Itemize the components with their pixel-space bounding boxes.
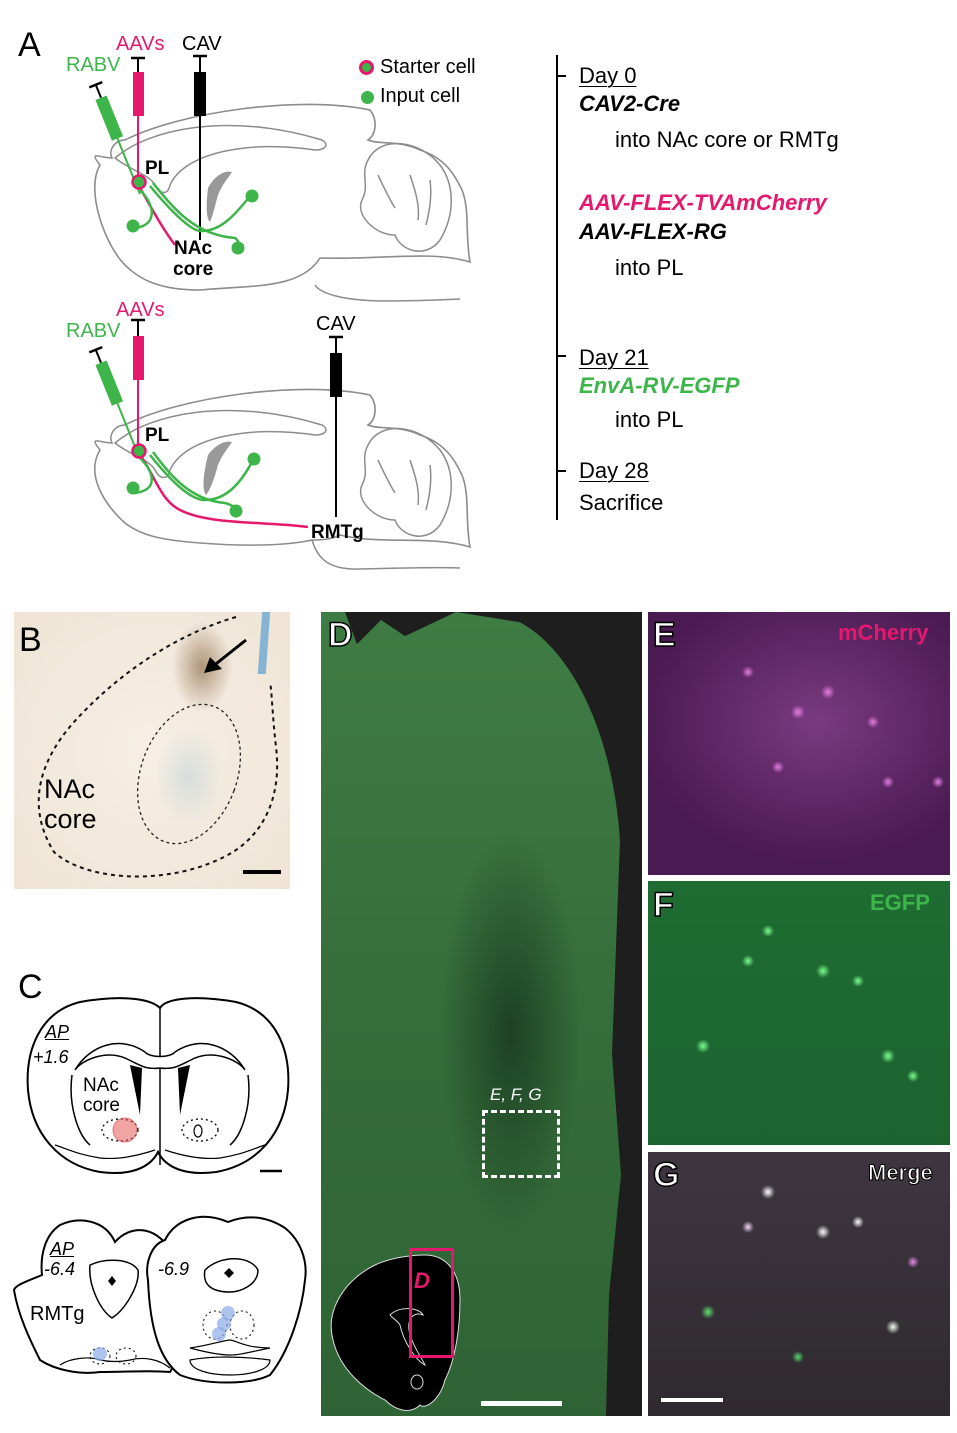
label-cav-top: CAV: [182, 33, 222, 55]
panel-letter-c: C: [18, 968, 43, 1006]
input-cell-icon: [361, 91, 374, 104]
timeline-axis: [556, 55, 558, 520]
cav-syringe-icon: [330, 353, 342, 397]
label-core-c: core: [83, 1095, 120, 1116]
panel-letter-a: A: [18, 26, 41, 64]
panel-letter-e: E: [652, 616, 676, 654]
label-rabv-top: RABV: [66, 54, 121, 76]
label-pl-bottom: PL: [145, 425, 170, 446]
aav-syringe-icon: [133, 72, 144, 116]
label-rmtg-bottom: RMTg: [311, 522, 364, 543]
brain-outline: [94, 103, 472, 291]
panel-d-micrograph: [321, 612, 642, 1416]
nac-core-outline: [37, 616, 279, 878]
panel-letter-d: D: [327, 616, 353, 654]
agent-aav-flex-rg: AAV-FLEX-RG: [579, 219, 727, 244]
label-ap-value-right: -6.9: [158, 1259, 190, 1279]
panel-g-merge: [648, 1152, 950, 1416]
legend-starter-label: Starter cell: [380, 56, 476, 78]
label-rmtg-c: RMTg: [30, 1303, 85, 1325]
coronal-section-nac: [26, 997, 290, 1174]
channel-label-merge: Merge: [868, 1160, 934, 1186]
label-ap-top: AP: [45, 1022, 70, 1042]
label-cav-bottom: CAV: [316, 313, 356, 335]
label-aavs-top: AAVs: [116, 33, 165, 55]
panel-b-histology: [14, 612, 290, 889]
coronal-section-rmtg: [12, 1215, 307, 1384]
label-core: core: [44, 804, 97, 834]
region-d-box: [409, 1248, 454, 1358]
input-cell-icon: [245, 189, 259, 203]
channel-label-mcherry: mCherry: [838, 620, 929, 645]
channel-label-egfp: EGFP: [870, 890, 930, 915]
legend-input-label: Input cell: [380, 85, 461, 107]
label-nac-top: NAc: [174, 238, 213, 259]
efg-inset-box: [482, 1110, 560, 1178]
label-ap-value-left: -6.4: [44, 1259, 76, 1279]
scale-bar: [661, 1398, 723, 1402]
injection-site-marker: [212, 1327, 226, 1341]
panel-e-mcherry: [648, 612, 950, 875]
label-aavs-bottom: AAVs: [116, 299, 165, 321]
panel-letter-f: F: [652, 886, 674, 924]
input-cell-icon: [231, 241, 245, 255]
timeline-day21: Day 21: [579, 345, 649, 370]
timeline-day28: Day 28: [579, 458, 649, 483]
injection-site-marker: [221, 1306, 235, 1320]
experiment-timeline: Day 0 CAV2-Cre into NAc core or RMTg AAV…: [556, 55, 956, 520]
target-pl-day0: into PL: [615, 255, 684, 280]
aav-syringe-icon: [133, 336, 144, 380]
timeline-tick-day21: [556, 355, 566, 357]
timeline-tick-day0: [556, 75, 566, 77]
label-core-top: core: [173, 259, 214, 280]
label-nac-c: NAc: [83, 1075, 119, 1096]
starter-cell-icon: [359, 60, 374, 75]
input-cell-icon: [126, 481, 140, 495]
input-cell-icon: [229, 504, 243, 518]
label-rabv-bottom: RABV: [66, 320, 121, 342]
cerebellum-outline: [359, 427, 452, 537]
scale-bar: [243, 870, 281, 874]
rabv-syringe-icon: [95, 95, 124, 141]
injection-site-marker: [93, 1347, 107, 1361]
starter-cell-icon: [131, 174, 147, 190]
scale-bar: [481, 1401, 562, 1406]
injection-site-marker: [112, 1117, 138, 1143]
sagittal-diagram-nac: [88, 54, 472, 291]
timeline-day0: Day 0: [579, 63, 637, 88]
panel-letter-b: B: [19, 621, 42, 659]
ventricle: [203, 441, 232, 495]
arrow-icon: [204, 638, 247, 673]
step-sacrifice: Sacrifice: [579, 490, 664, 515]
timeline-tick-day28: [556, 470, 566, 472]
label-nac: NAc: [44, 774, 96, 804]
agent-cav2-cre: CAV2-Cre: [579, 91, 681, 116]
target-pl-day21: into PL: [615, 407, 684, 432]
starter-cell-icon: [131, 443, 147, 459]
cerebellum-outline: [359, 142, 452, 252]
region-d-label: D: [414, 1268, 430, 1293]
rabv-syringe-icon: [95, 360, 124, 406]
agent-enva-rv-egfp: EnvA-RV-EGFP: [579, 373, 740, 398]
label-ap-bottom: AP: [50, 1239, 75, 1259]
target-nac-or-rmtg: into NAc core or RMTg: [615, 127, 839, 152]
panel-f-egfp: [648, 881, 950, 1145]
input-cell-icon: [126, 219, 140, 233]
label-pl-top: PL: [145, 158, 170, 179]
coronal-atlas-inset: [330, 1254, 461, 1411]
input-cell-icon: [247, 452, 261, 466]
sagittal-diagram-rmtg: [88, 284, 472, 570]
ventricle: [206, 171, 232, 222]
label-ap-value-top: +1.6: [33, 1047, 69, 1067]
efg-inset-label: E, F, G: [490, 1085, 542, 1104]
agent-aav-flex-tvamcherry: AAV-FLEX-TVAmCherry: [579, 190, 827, 215]
cav-syringe-icon: [194, 72, 206, 116]
brain-outline: [94, 388, 472, 549]
panel-letter-g: G: [652, 1156, 680, 1194]
